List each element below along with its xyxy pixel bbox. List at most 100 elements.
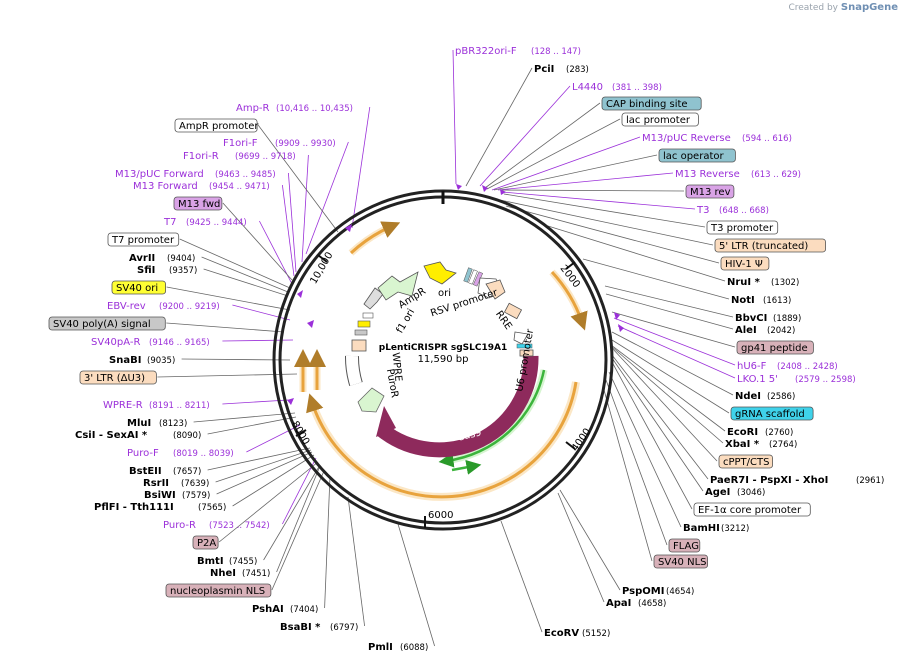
leader-apai: [557, 492, 605, 603]
label-m13-rev: M13 rev: [685, 184, 735, 199]
label-text-agei: AgeI: [705, 487, 730, 498]
credit: Created by SnapGene: [788, 2, 898, 13]
label-noti: NotI(1613): [731, 295, 791, 306]
leader-flag: [605, 379, 668, 546]
label-range-bsabi: (6797): [330, 623, 358, 633]
label-range-apai: (4658): [638, 599, 666, 609]
label-box-p2a: [192, 535, 219, 550]
label-text-bmti: BmtI: [197, 556, 224, 567]
label-agei: AgeI(3046): [705, 487, 765, 498]
label-range-ebv-rev: (9200 .. 9219): [159, 302, 220, 312]
label-bsabi: BsaBI *(6797): [280, 622, 358, 633]
label-alei: AleI(2042): [735, 325, 795, 336]
label-bmti: BmtI(7455): [197, 556, 257, 567]
label-sv40-polya: SV40 poly(A) signal: [48, 316, 166, 331]
label-range-f1ori-r: (9699 .. 9718): [235, 152, 296, 162]
label-box-sv40-ori: [111, 280, 166, 295]
leader-rsrii: [215, 449, 312, 483]
tick-marks: [295, 254, 576, 528]
leader-hiv1-psi: [505, 205, 720, 264]
label-text-csii: CsiI - SexAI *: [75, 430, 148, 441]
label-t3-promoter: T3 promoter: [706, 220, 779, 235]
label-text-snabi: SnaBI: [109, 355, 141, 366]
label-box-ampr-promoter: [174, 118, 258, 133]
label-text-hu6-f: hU6-F: [737, 361, 767, 372]
leader-f1ori-r: [301, 154, 309, 263]
feature-label-puror: PuroR: [384, 368, 400, 399]
label-range-hu6-f: (2408 .. 2428): [777, 362, 838, 372]
label-sfii: SfiI(9357): [137, 265, 197, 276]
label-text-ecorv: EcoRV: [544, 628, 579, 639]
rre-feature: [503, 302, 523, 320]
label-text-t3: T3: [696, 205, 709, 216]
leader-mlui: [193, 412, 296, 423]
label-text-amp-r: Amp-R: [236, 103, 270, 114]
leader-m13-rev: [499, 189, 685, 192]
ltr5-feature: [485, 279, 506, 300]
label-pcii: PciI(283): [534, 64, 589, 75]
label-range-l4440: (381 .. 398): [612, 83, 662, 93]
label-range-nhei: (7451): [242, 569, 270, 579]
label-pmli: PmlI(6088): [368, 642, 428, 653]
leader-pmli: [397, 523, 435, 647]
leader-xbai: [610, 345, 724, 444]
label-box-ef1a-promoter: [693, 502, 811, 517]
label-text-ecori: EcoRI: [727, 427, 758, 438]
label-text-puro-f: Puro-F: [127, 448, 159, 459]
label-nhei: NheI(7451): [210, 568, 270, 579]
label-box-lac-promoter: [621, 112, 699, 127]
leader-cppt-cts: [611, 347, 718, 462]
label-range-m13-puc-reverse: (594 .. 616): [742, 134, 792, 144]
label-range-alei: (2042): [767, 326, 795, 336]
plasmid-name: pLentiCRISPR sgSLC19A1: [379, 343, 507, 353]
label-range-m13-forward: (9454 .. 9471): [209, 182, 270, 192]
plasmid-size: 11,590 bp: [418, 354, 469, 365]
label-text-cap-binding-site: CAP binding site: [606, 99, 688, 110]
label-text-pspomi: PspOMI: [622, 586, 664, 597]
label-text-m13-puc-reverse: M13/pUC Reverse: [642, 133, 731, 144]
label-wpre-r: WPRE-R(8191 .. 8211): [103, 400, 210, 411]
label-text-lac-promoter: lac promoter: [626, 115, 691, 126]
label-box-m13-fwd: [173, 196, 223, 211]
label-range-nrui: (1302): [771, 278, 799, 288]
label-range-pbr322ori-f: (128 .. 147): [531, 47, 581, 57]
cas9-arrowhead: [376, 406, 396, 437]
label-text-gp41-peptide: gp41 peptide: [741, 343, 808, 354]
label-text-l4440: L4440: [572, 82, 603, 93]
ori-feature: [423, 261, 457, 285]
label-psha1: PshAI(7404): [252, 604, 318, 615]
label-range-paer7i: (2961): [856, 476, 884, 486]
label-csii: CsiI - SexAI *(8090): [75, 430, 201, 441]
label-text-sv40pa-r: SV40pA-R: [91, 337, 140, 348]
label-sv40-ori: SV40 ori: [111, 280, 166, 295]
label-box-lac-operator: [658, 148, 736, 163]
label-range-bsiwi: (7579): [182, 491, 210, 501]
label-text-t7: T7: [163, 217, 176, 228]
tick-label: 4000: [570, 427, 594, 454]
label-pbr322ori-f: pBR322ori-F(128 .. 147): [455, 46, 581, 57]
leader-cap-binding-site: [484, 102, 601, 189]
feature-label-f1-ori: f1 ori: [395, 307, 418, 335]
leader-lines: [157, 49, 736, 647]
leader-snabi: [181, 358, 291, 361]
label-text-ef1a-promoter: EF-1α core promoter: [698, 505, 802, 516]
label-mlui: MluI(8123): [127, 418, 187, 429]
label-box-grna-scaffold: [730, 406, 814, 421]
label-ecori: EcoRI(2760): [727, 427, 793, 438]
label-3-ltr: 3' LTR (ΔU3): [79, 370, 157, 385]
leader-sfii: [203, 268, 289, 297]
leader-alei: [605, 293, 734, 330]
label-grna-scaffold: gRNA scaffold: [730, 406, 814, 421]
feature-label-ori: ori: [438, 288, 451, 299]
leader-m13-fwd: [222, 202, 293, 281]
leader-pspomi: [559, 489, 621, 591]
leader-l4440: [479, 85, 571, 187]
label-text-bbvci: BbvCI: [735, 313, 767, 324]
label-range-pmli: (6088): [400, 643, 428, 653]
label-puro-f: Puro-F(8019 .. 8039): [127, 448, 234, 459]
label-range-snabi: (9035): [147, 356, 175, 366]
ltr3-feature: [351, 339, 367, 352]
label-box-cppt-cts: [718, 454, 773, 469]
leader-csii: [207, 416, 297, 435]
label-range-pspomi: (4654): [666, 587, 694, 597]
